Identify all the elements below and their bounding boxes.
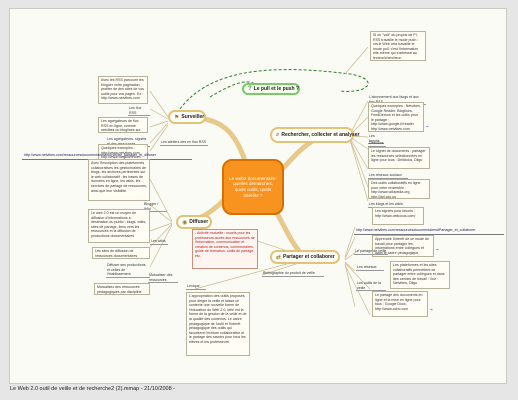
central-topic-label: Le web2 documentaire: quelles démarches,… <box>229 175 277 198</box>
attachment-icon-3[interactable]: ⌁ <box>430 307 434 313</box>
broadcast-icon: ◉ <box>182 219 188 226</box>
topic-diffuser-label: Diffuser <box>189 219 209 225</box>
note-bibliographie[interactable]: Bibliographie du produit de veille <box>262 271 324 277</box>
note-recherche-6[interactable]: Les réseaux sociaux <box>368 173 408 179</box>
note-lexique[interactable]: L'appropriation des outils proposés pour… <box>186 292 250 356</box>
attachment-icon[interactable]: ⌁ <box>426 124 430 130</box>
note-partager-5[interactable]: Les plateformes et les sites collaborati… <box>390 261 450 289</box>
note-surveiller-3[interactable]: Les agrégateurs de flux RSS en ligne, co… <box>98 117 148 133</box>
note-partager-url[interactable]: http://www.netvibes.com/ressourcesdocume… <box>354 227 504 235</box>
note-pull-push[interactable]: Si on "voit" du propos de PI, RSS travai… <box>370 31 426 61</box>
topic-surveiller-label: Surveiller <box>181 114 205 120</box>
note-partager-2[interactable]: Apprendre l'intérêt de ce mode de travai… <box>372 235 434 257</box>
note-recherche-3[interactable]: Les favoris <box>368 134 384 145</box>
note-partager-4[interactable]: Les réseaux <box>356 265 384 271</box>
note-diffuser-1[interactable]: Avec l'inscription des plateformes colla… <box>88 159 150 201</box>
note-recherche-7[interactable]: Des outils collaboratifs en ligne pour c… <box>368 179 430 199</box>
topic-partager-label: Partager et collaborer <box>283 254 335 260</box>
topic-recherche-label: Rechercher, collecter et analyser <box>281 132 360 138</box>
note-diffuser-5[interactable]: Les sites de diffusion de ressources doc… <box>92 247 150 259</box>
note-surveiller-2[interactable]: Les flux RSS <box>128 106 150 117</box>
share-icon: ⇄ <box>276 254 282 261</box>
topic-recherche[interactable]: ⌕ Rechercher, collecter et analyser <box>270 127 359 143</box>
topic-partager[interactable]: ⇄ Partager et collaborer <box>270 250 340 264</box>
note-recherche-2[interactable]: Quelques exemples : Netvibes, Google Rea… <box>368 102 424 132</box>
central-topic[interactable]: Le web2 documentaire: quelles démarches,… <box>222 159 284 215</box>
note-recherche-5[interactable]: Le signet de documents : partager les re… <box>368 147 430 169</box>
note-partager-6[interactable]: Les outils de la veille <box>356 281 386 292</box>
attachment-icon-2[interactable]: ⌁ <box>436 247 440 253</box>
note-diffuser-6[interactable]: Diffuser ses productions et celles de l'… <box>106 263 150 278</box>
note-diffuser-4[interactable]: Les wikis <box>150 239 168 245</box>
note-diffuser-3[interactable]: Le web 2.0 est un moyen de diffusion d'i… <box>88 209 150 243</box>
mindmap-canvas[interactable]: Le web2 documentaire: quelles démarches,… <box>9 8 507 384</box>
status-bar-text: Le Web 2.0 outil de veille et de recherc… <box>10 386 175 392</box>
flag-icon: ⚑ <box>174 114 180 121</box>
note-partager-1[interactable]: Les signets pour favoris : http://www.de… <box>372 207 424 225</box>
topic-diffuser[interactable]: ◉ Diffuser <box>176 215 212 229</box>
note-surveiller-1[interactable]: Avec les RSS parcourir les bloguer votre… <box>98 76 148 104</box>
search-icon: ⌕ <box>276 131 280 138</box>
topic-surveiller[interactable]: ⚑ Surveiller <box>168 110 206 124</box>
note-diffuser-7[interactable]: Mutualiser des ressources <box>148 273 178 284</box>
note-recherche-4[interactable]: Delicious <box>368 141 386 147</box>
note-activite[interactable]: - Activité mutuelle : usuels pour les pr… <box>192 229 258 269</box>
note-partager-3[interactable]: Le partage de veille <box>354 249 388 255</box>
note-partager-7[interactable]: Le partage des documents en ligne et la … <box>372 291 428 317</box>
topic-question[interactable]: ? Le pull et le push ? <box>242 83 300 95</box>
note-lexique-label[interactable]: Lexique <box>186 284 206 290</box>
note-diffuser-8[interactable]: Mutualisez des ressources pédagogiques p… <box>94 283 150 295</box>
note-surveiller-6[interactable]: Les ateliers des en flux RSS <box>160 140 208 146</box>
topic-question-label: Le pull et le push ? <box>253 86 299 92</box>
relation-arrow <box>179 69 369 110</box>
question-icon: ? <box>248 86 252 92</box>
note-diffuser-2[interactable]: Blogger / Wiki <box>143 202 167 213</box>
